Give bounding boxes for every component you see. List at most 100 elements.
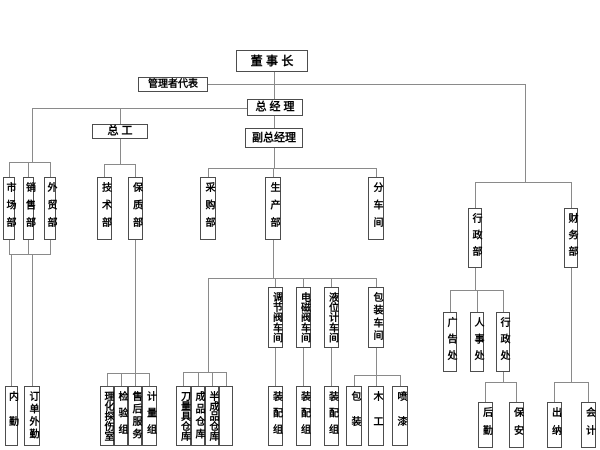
node-chairman: 董 事 长 bbox=[236, 50, 308, 72]
node-cashier: 出纳 bbox=[547, 402, 562, 448]
node-label: 外贸部 bbox=[45, 182, 56, 235]
node-finished-goods-warehouse: 成品仓库 bbox=[191, 386, 205, 446]
node-label: 喷漆 bbox=[395, 391, 406, 441]
node-quality-dept: 保质部 bbox=[128, 177, 143, 240]
node-branch-workshop: 分车间 bbox=[368, 177, 384, 240]
connector-line bbox=[376, 348, 377, 375]
node-physchem-flaw-lab: 理化探伤室 bbox=[100, 386, 114, 446]
node-order-field-work: 订单外勤 bbox=[24, 386, 40, 446]
connector-line bbox=[450, 290, 451, 312]
connector-line bbox=[135, 164, 136, 177]
node-marketing-dept: 市场部 bbox=[3, 177, 15, 240]
connector-line bbox=[331, 348, 332, 386]
node-spray-painting: 喷漆 bbox=[392, 386, 408, 446]
connector-line bbox=[9, 240, 10, 254]
connector-line bbox=[28, 162, 29, 177]
connector-line bbox=[331, 278, 332, 287]
connector-line bbox=[503, 372, 504, 382]
node-label: 液位计车间 bbox=[326, 292, 338, 343]
node-label: 会计 bbox=[583, 407, 595, 443]
node-technical-dept: 技术部 bbox=[97, 177, 112, 240]
connector-line bbox=[28, 240, 29, 254]
connector-line bbox=[104, 164, 105, 177]
connector-line bbox=[503, 290, 504, 312]
node-label: 刀量具仓库 bbox=[178, 391, 190, 441]
connector-line bbox=[32, 108, 33, 162]
connector-line bbox=[354, 375, 355, 386]
node-label: 内勤 bbox=[6, 391, 18, 441]
node-label: 财务部 bbox=[566, 213, 577, 263]
node-packing: 包装 bbox=[346, 386, 362, 446]
node-label: 木工 bbox=[371, 391, 382, 441]
connector-line bbox=[588, 382, 589, 402]
node-label: 装配组 bbox=[270, 391, 282, 441]
node-admin-dept: 行政部 bbox=[468, 208, 482, 268]
node-label: 装配组 bbox=[298, 391, 310, 441]
node-after-sales-service: 售后服务 bbox=[128, 386, 142, 446]
node-measurement-group: 计量组 bbox=[142, 386, 157, 446]
node-general-manager: 总 经 理 bbox=[247, 99, 303, 116]
node-label: 分车间 bbox=[371, 182, 382, 235]
connector-line bbox=[9, 162, 10, 177]
connector-line bbox=[183, 372, 226, 373]
connector-line bbox=[554, 382, 555, 402]
node-label: 管理者代表 bbox=[148, 78, 198, 90]
connector-line bbox=[226, 372, 227, 386]
connector-line bbox=[450, 290, 503, 291]
node-label: 董 事 长 bbox=[250, 54, 294, 68]
node-logistics: 后勤 bbox=[478, 402, 493, 448]
node-purchasing-dept: 采购部 bbox=[200, 177, 216, 240]
connector-line bbox=[376, 278, 377, 287]
connector-line bbox=[107, 373, 150, 374]
node-label: 计量组 bbox=[144, 391, 156, 441]
node-foreign-trade-dept: 外贸部 bbox=[44, 177, 56, 240]
node-label: 订单外勤 bbox=[27, 391, 38, 441]
node-label: 售后服务 bbox=[130, 391, 141, 441]
connector-line bbox=[475, 268, 476, 290]
node-label: 包装车间 bbox=[371, 292, 382, 343]
node-label: 后勤 bbox=[480, 407, 492, 443]
node-packaging-workshop: 包装车间 bbox=[368, 287, 384, 348]
node-level-gauge-workshop: 液位计车间 bbox=[324, 287, 339, 348]
node-label: 副总经理 bbox=[252, 131, 296, 144]
connector-line bbox=[274, 72, 275, 99]
node-production-dept: 生产部 bbox=[265, 177, 281, 240]
node-label: 出纳 bbox=[549, 407, 561, 443]
node-accounting: 会计 bbox=[581, 402, 596, 448]
connector-line bbox=[212, 372, 213, 386]
connector-line bbox=[107, 373, 108, 386]
connector-line bbox=[477, 290, 478, 312]
node-deputy-general-manager: 副总经理 bbox=[245, 128, 303, 148]
connector-line bbox=[354, 375, 400, 376]
node-chief-engineer: 总 工 bbox=[92, 124, 148, 139]
node-label: 技术部 bbox=[99, 182, 111, 235]
node-finance-dept: 财务部 bbox=[564, 208, 578, 268]
connector-line bbox=[274, 116, 275, 128]
connector-line bbox=[475, 182, 476, 208]
node-label: 理化探伤室 bbox=[102, 391, 113, 441]
connector-line bbox=[208, 168, 209, 177]
connector-line bbox=[11, 254, 12, 386]
connector-line bbox=[121, 373, 122, 386]
node-label: 行政处 bbox=[498, 317, 509, 367]
connector-line bbox=[208, 278, 376, 279]
node-label: 总 工 bbox=[107, 125, 133, 137]
node-label: 市场部 bbox=[4, 182, 15, 235]
node-personnel-office: 人事处 bbox=[470, 312, 484, 372]
node-label: 检验组 bbox=[116, 391, 127, 441]
connector-line bbox=[9, 162, 51, 163]
connector-line bbox=[485, 382, 517, 383]
node-advertising-office: 广告处 bbox=[443, 312, 457, 372]
connector-line bbox=[376, 375, 377, 386]
node-label: 装配组 bbox=[326, 391, 338, 441]
connector-line bbox=[400, 375, 401, 386]
node-label: 电磁阀车间 bbox=[298, 292, 310, 343]
node-label: 行政部 bbox=[470, 213, 481, 263]
connector-line bbox=[273, 168, 274, 177]
connector-line bbox=[120, 139, 121, 164]
connector-line bbox=[275, 348, 276, 386]
connector-line bbox=[274, 148, 275, 168]
node-label: 成品仓库 bbox=[193, 391, 204, 441]
connector-line bbox=[50, 162, 51, 177]
